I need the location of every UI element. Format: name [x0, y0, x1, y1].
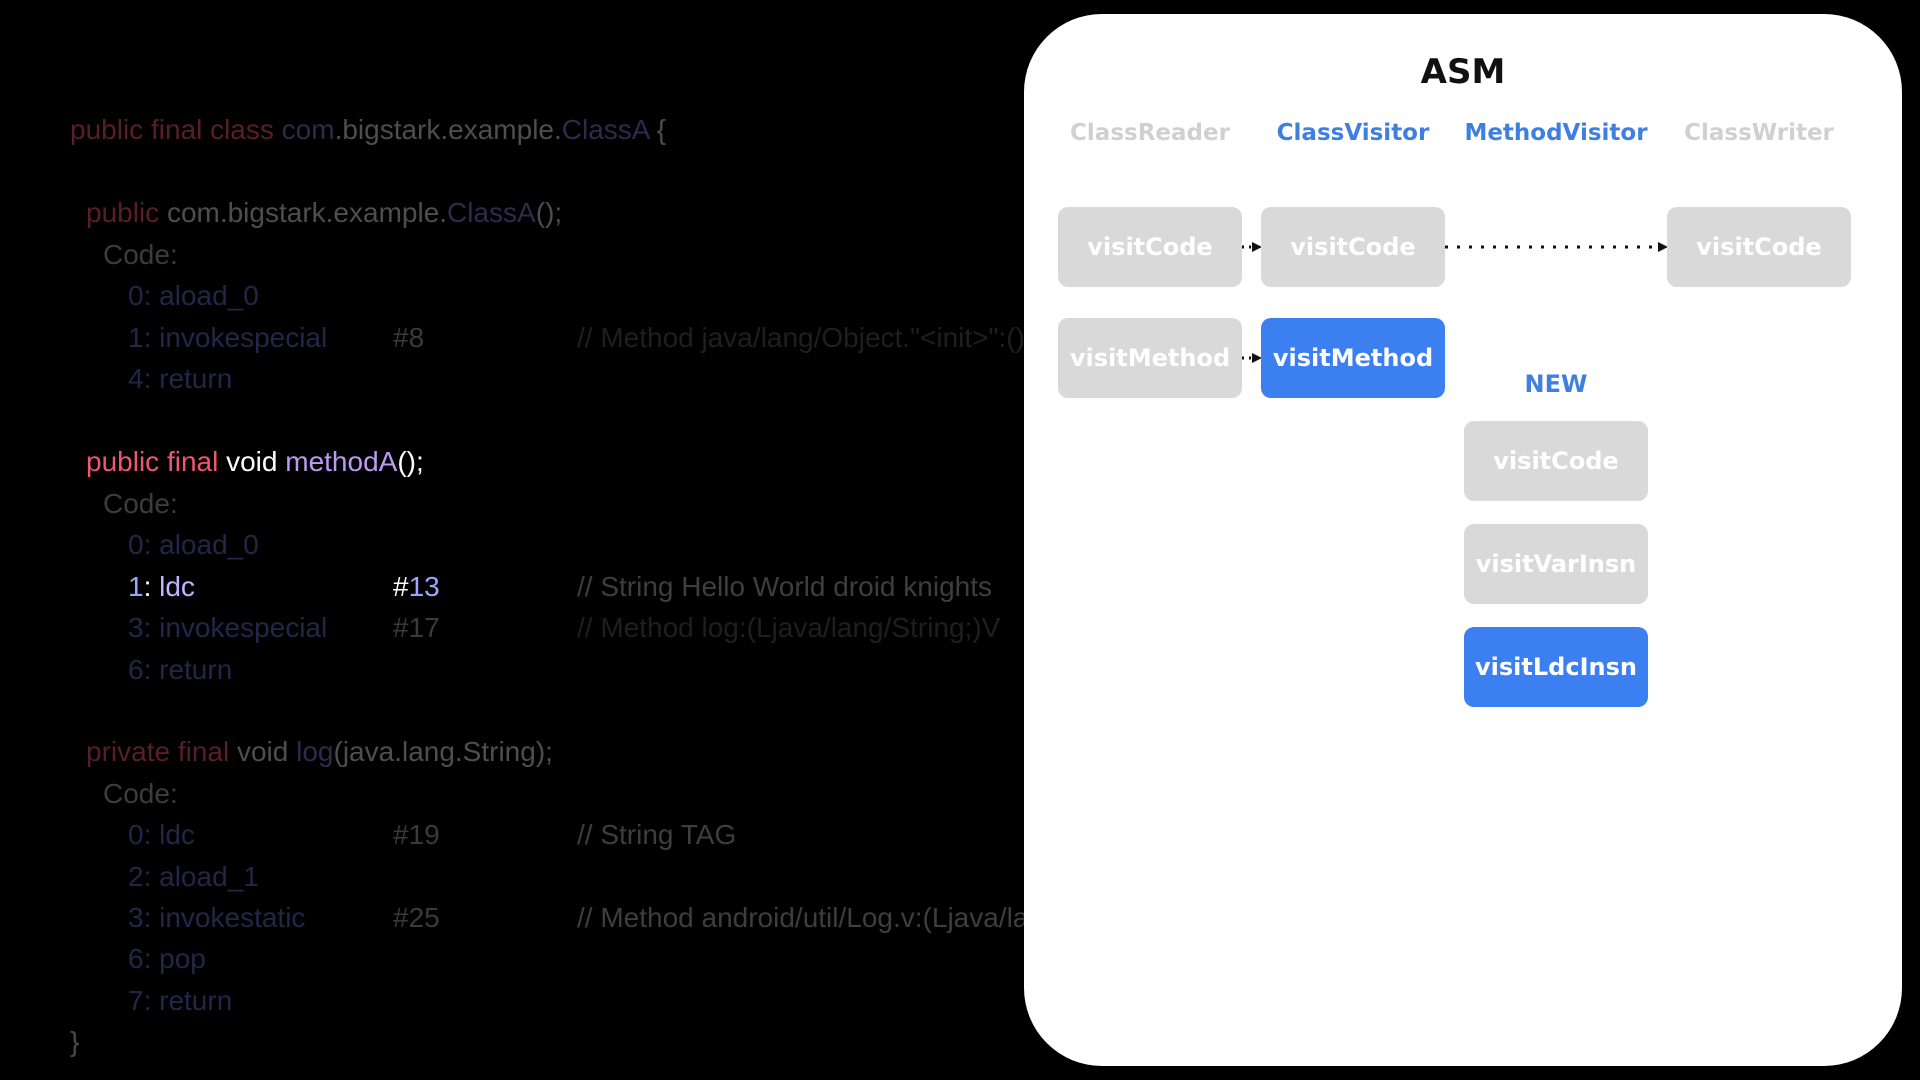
code-label: Code:	[103, 488, 178, 519]
closing-brace: }	[70, 1026, 80, 1057]
ctor-op-1-ref: #8	[393, 322, 425, 353]
methodA-declaration: public final void methodA();	[86, 446, 424, 477]
methodA-op-ldc: 1: ldc	[128, 571, 195, 602]
constructor-declaration: public com.bigstark.example.ClassA();	[86, 197, 563, 228]
methodA-op-ldc-comment: // String Hello World droid knights	[577, 571, 992, 602]
class-declaration: public final class com.bigstark.example.…	[70, 114, 667, 145]
log-op-0-ref: #19	[393, 819, 440, 850]
method-visit-var-insn: visitVarInsn	[1464, 524, 1648, 604]
log-op-0: 0: ldc	[128, 819, 195, 850]
bytecode-listing: public final class com.bigstark.example.…	[70, 114, 1030, 1057]
methodA-op-2-comment: // Method log:(Ljava/lang/String;)V	[577, 612, 1001, 643]
methodA-op-2-ref: #17	[393, 612, 440, 643]
writer-visit-code: visitCode	[1667, 207, 1851, 287]
log-op-1: 2: aload_1	[128, 861, 259, 892]
method-visit-ldc-insn: visitLdcInsn	[1464, 627, 1648, 707]
ctor-op-1-comment: // Method java/lang/Object."<init>":()V	[577, 322, 1030, 353]
log-op-2-ref: #25	[393, 902, 440, 933]
code-label: Code:	[103, 239, 178, 270]
ctor-op-1: 1: invokespecial	[128, 322, 328, 353]
log-declaration: private final void log(java.lang.String)…	[86, 736, 553, 767]
column-class-reader: ClassReader	[1070, 120, 1230, 146]
new-method-visitor-label: NEW	[1524, 370, 1588, 398]
methodA-op-0: 0: aload_0	[128, 529, 259, 560]
panel-title: ASM	[1420, 52, 1506, 92]
column-class-visitor: ClassVisitor	[1276, 120, 1430, 146]
log-op-2: 3: invokestatic	[128, 902, 306, 933]
log-op-0-comment: // String TAG	[577, 819, 737, 850]
log-op-2-comment: // Method android/util/Log.v:(Ljava/lang…	[577, 902, 1030, 933]
reader-visit-method: visitMethod	[1058, 318, 1242, 398]
visitor-visit-code: visitCode	[1261, 207, 1445, 287]
ctor-op-2: 4: return	[128, 363, 233, 394]
visitor-visit-method: visitMethod	[1261, 318, 1445, 398]
log-op-3: 6: pop	[128, 943, 206, 974]
column-method-visitor: MethodVisitor	[1464, 120, 1648, 146]
flow-arrows	[1242, 242, 1668, 363]
methodA-op-2: 3: invokespecial	[128, 612, 328, 643]
method-visit-code: visitCode	[1464, 421, 1648, 501]
code-label: Code:	[103, 778, 178, 809]
methodA-op-ldc-ref: #13	[393, 571, 440, 602]
reader-visit-code: visitCode	[1058, 207, 1242, 287]
asm-panel: ASM ClassReader ClassVisitor MethodVisit…	[1024, 14, 1902, 1066]
ctor-op-0: 0: aload_0	[128, 280, 259, 311]
log-op-4: 7: return	[128, 985, 233, 1016]
column-class-writer: ClassWriter	[1684, 120, 1834, 146]
methodA-op-3: 6: return	[128, 654, 233, 685]
